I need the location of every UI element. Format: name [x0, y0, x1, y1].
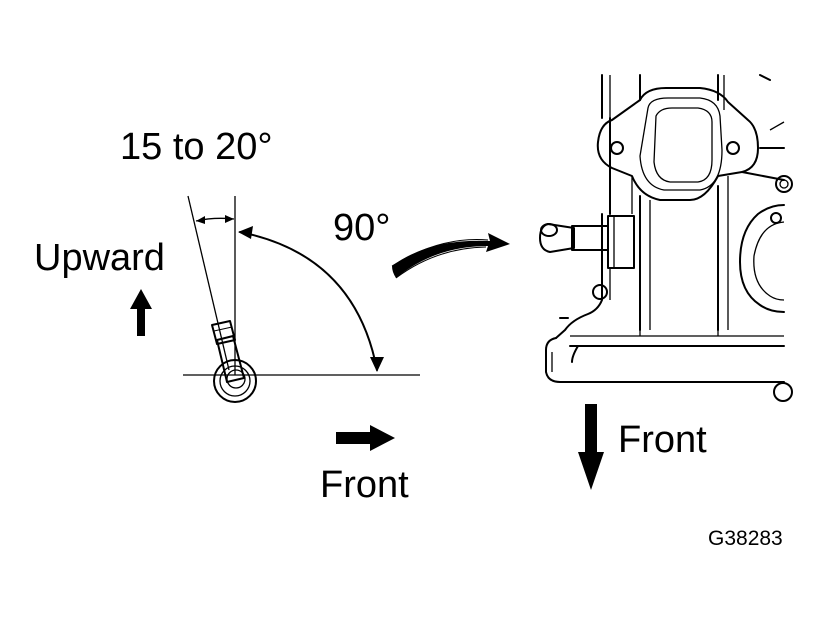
base-plate [545, 337, 785, 383]
small-angle-arrowhead-left [196, 216, 205, 224]
hose-nipple-icon [539, 215, 635, 269]
transition-arrow-icon [391, 233, 510, 279]
bolt-hole-right [726, 141, 740, 155]
front-label-right: Front [618, 419, 707, 461]
front-label-left: Front [320, 464, 409, 506]
angle-detail [130, 195, 420, 451]
right-angle-label: 90° [333, 207, 390, 249]
right-angle-arrowhead-top [238, 226, 253, 239]
right-angle-arrowhead-bottom [370, 357, 384, 372]
tilted-reference-line [187, 195, 230, 371]
figure-code-label: G38283 [708, 527, 783, 550]
right-angle-arc [239, 231, 378, 371]
upward-arrow-icon [130, 289, 152, 336]
front-right-arrow-icon [336, 425, 395, 451]
hose-fitting-icon [211, 320, 257, 403]
upward-label: Upward [34, 237, 165, 279]
front-down-arrow-icon [578, 404, 604, 490]
bolt-hole-left [610, 141, 624, 155]
tilt-angle-label: 15 to 20° [120, 126, 273, 168]
small-angle-arrowhead-right [225, 215, 234, 223]
cylinder-head-drawing [539, 74, 793, 490]
